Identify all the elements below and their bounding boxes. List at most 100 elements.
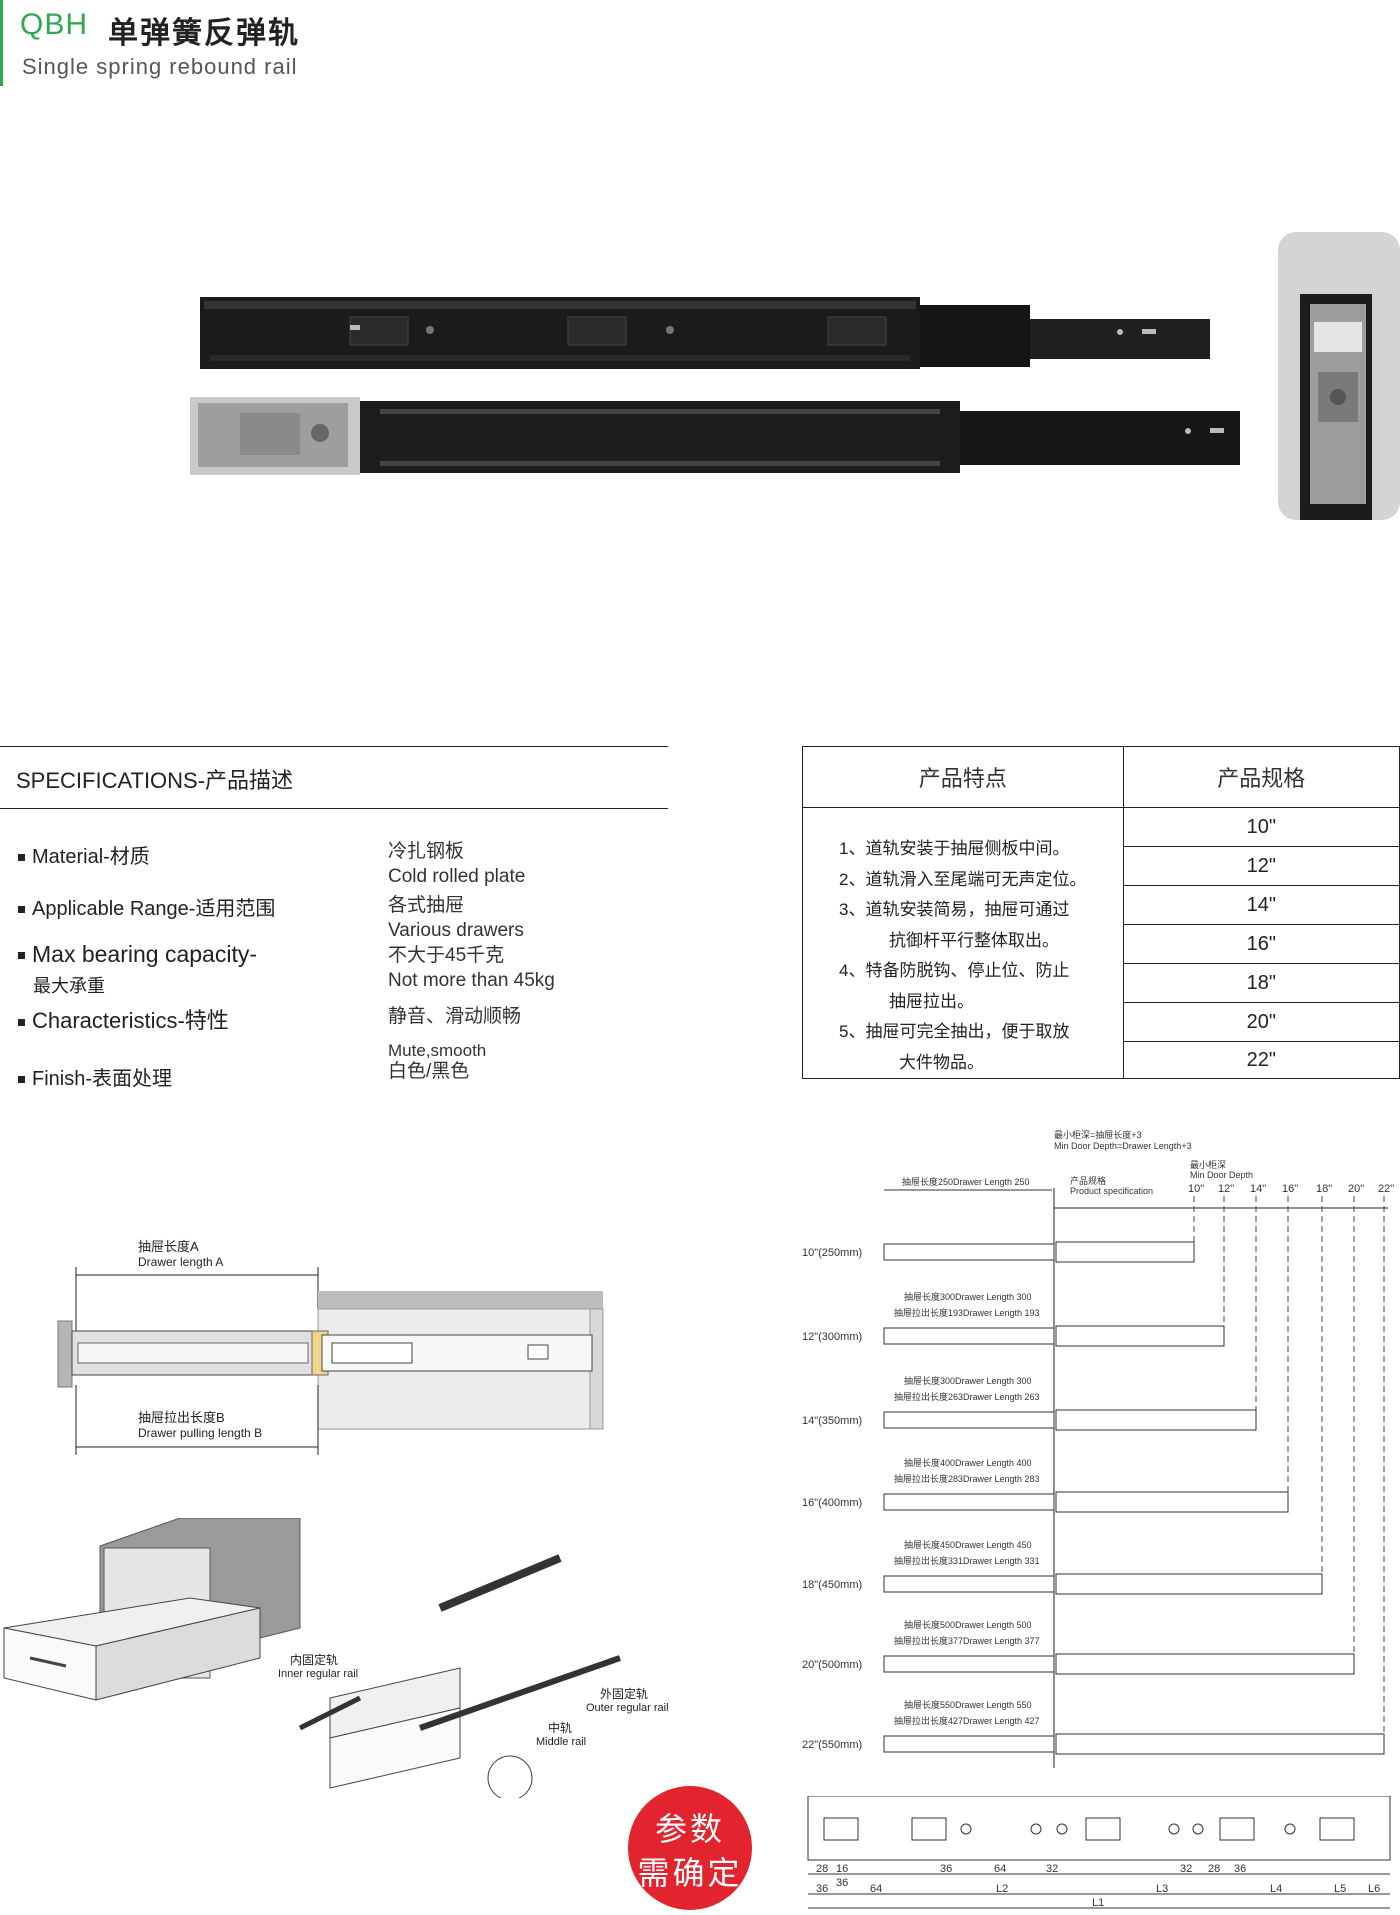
features-header: 产品特点 bbox=[802, 746, 1124, 808]
min-door-en: Min Door Depth bbox=[1190, 1170, 1253, 1180]
column-label: 20" bbox=[1348, 1183, 1364, 1195]
size-row-pull-length: 抽屉拉出长度193Drawer Length 193 bbox=[894, 1307, 1040, 1318]
size-row: 12"(300mm) 抽屉长度300Drawer Length 300 抽屉拉出长度… bbox=[802, 1196, 1225, 1347]
drawer-length-diagram: 抽屉长度A Drawer length A 抽屉拉出长度B Drawer pul… bbox=[57, 1239, 604, 1455]
min-depth-en: Min Door Depth=Drawer Length+3 bbox=[1054, 1141, 1192, 1151]
outer-rail-shape bbox=[1055, 1733, 1385, 1755]
inner-rail-shape bbox=[883, 1655, 1055, 1673]
inner-rail-shape bbox=[883, 1493, 1055, 1511]
hole-dim: L6 bbox=[1368, 1883, 1380, 1895]
column-labels: 10" 12" 14" 16" 18" 20" 22" bbox=[1188, 1183, 1394, 1195]
drawer-length-cn: 抽屉长度A bbox=[138, 1239, 199, 1254]
size-selection-diagram: 最小柜深=抽屉长度+3 Min Door Depth=Drawer Length… bbox=[802, 1129, 1394, 1768]
min-door-cn: 最小柜深 bbox=[1190, 1159, 1226, 1170]
rail-end-detail-photo bbox=[1278, 232, 1400, 520]
spec-label-characteristics: Characteristics-特性 bbox=[18, 1003, 229, 1035]
spec-bottom-rule bbox=[0, 808, 668, 809]
sizes-header: 产品规格 bbox=[1122, 746, 1400, 808]
hole-dim: 28 bbox=[1208, 1863, 1220, 1875]
hole-dim: 36 bbox=[836, 1877, 848, 1889]
column-label: 10" bbox=[1188, 1183, 1204, 1195]
middle-rail-en: Middle rail bbox=[536, 1736, 586, 1748]
feature-line: 抗御杆平行整体取出。 bbox=[889, 930, 1059, 950]
hole-dim: L4 bbox=[1270, 1883, 1282, 1895]
size-row-drawer-length: 抽屉长度300Drawer Length 300 bbox=[904, 1291, 1032, 1302]
size-row: 18"(450mm)抽屉长度450Drawer Length 450抽屉拉出长度… bbox=[802, 1196, 1323, 1595]
params-confirm-stamp: 参数 需确定 bbox=[628, 1786, 752, 1910]
size-row-drawer-length: 抽屉长度400Drawer Length 400 bbox=[904, 1457, 1032, 1468]
spec-title: SPECIFICATIONS-产品描述 bbox=[16, 768, 294, 793]
hole-dim: L3 bbox=[1156, 1883, 1168, 1895]
size-row-drawer-length: 抽屉长度450Drawer Length 450 bbox=[904, 1539, 1032, 1550]
size-row: 20"(500mm) 抽屉长度500Drawer Length 500 抽屉拉出长度… bbox=[802, 1196, 1355, 1675]
outer-rail-shape bbox=[1055, 1653, 1355, 1675]
column-label: 18" bbox=[1316, 1183, 1332, 1195]
inner-rail-shape bbox=[883, 1327, 1055, 1345]
hole-dim: 36 bbox=[816, 1883, 828, 1895]
feature-line: 3、道轨安装简易，抽屉可通过 bbox=[839, 900, 1070, 919]
column-label: 22" bbox=[1378, 1183, 1394, 1195]
outer-rail-en: Outer regular rail bbox=[586, 1702, 669, 1714]
outer-rail-shape bbox=[1055, 1325, 1225, 1347]
inner-rail-cn: 内固定轨 bbox=[290, 1652, 338, 1667]
size-row-pull-length: 抽屉拉出长度377Drawer Length 377 bbox=[894, 1635, 1040, 1646]
size-cell: 10" bbox=[1122, 807, 1400, 847]
size-cell: 16" bbox=[1122, 924, 1400, 964]
drawer-length-en: Drawer length A bbox=[138, 1255, 223, 1269]
size-row-drawer-length: 抽屉长度550Drawer Length 550 bbox=[904, 1699, 1032, 1710]
size-row: 22"(550mm) 抽屉长度550Drawer Length 550 抽屉拉出长度… bbox=[802, 1196, 1385, 1755]
middle-rail-cn: 中轨 bbox=[548, 1720, 572, 1735]
size-row-label: 10"(250mm) bbox=[802, 1247, 862, 1259]
inner-rail-en: Inner regular rail bbox=[278, 1668, 358, 1680]
size-row-label: 14"(350mm) bbox=[802, 1415, 862, 1427]
size-row-pull-length: 抽屉拉出长度263Drawer Length 263 bbox=[894, 1391, 1040, 1402]
header-accent-bar bbox=[0, 0, 3, 86]
spec-label-capacity: Max bearing capacity- bbox=[18, 941, 257, 968]
size-row-label: 22"(550mm) bbox=[802, 1739, 862, 1751]
size-row-label: 16"(400mm) bbox=[802, 1497, 862, 1509]
pulling-length-cn: 抽屉拉出长度B bbox=[138, 1410, 225, 1425]
column-label: 16" bbox=[1282, 1183, 1298, 1195]
size-rows: 10"(250mm) 12"(300mm) 抽屉长度300Drawer Length… bbox=[802, 1196, 1385, 1755]
features-sizes-table: 产品特点 产品规格 1、道轨安装于抽屉侧板中间。 2、道轨滑入至尾端可无声定位。… bbox=[802, 746, 1400, 1079]
min-depth-cn: 最小柜深=抽屉长度+3 bbox=[1054, 1129, 1142, 1140]
features-list: 1、道轨安装于抽屉侧板中间。 2、道轨滑入至尾端可无声定位。 3、道轨安装简易，… bbox=[802, 807, 1124, 1079]
spec-label-finish: Finish-表面处理 bbox=[18, 1062, 172, 1091]
spec-value-finish: 白色/黑色 bbox=[388, 1061, 470, 1082]
spec-top-rule bbox=[0, 746, 668, 747]
product-code: QBH bbox=[20, 8, 89, 41]
hole-dim: 64 bbox=[994, 1863, 1006, 1875]
column-label: 12" bbox=[1218, 1183, 1234, 1195]
hole-dim: 64 bbox=[870, 1883, 882, 1895]
inner-rail-shape bbox=[883, 1575, 1055, 1593]
column-label: 14" bbox=[1250, 1183, 1266, 1195]
spec-cn: 产品规格 bbox=[1070, 1175, 1106, 1186]
outer-rail-shape bbox=[1055, 1241, 1195, 1263]
installation-illustration: 内固定轨 Inner regular rail 外固定轨 Outer regul… bbox=[3, 1518, 669, 1798]
spec-en: Product specification bbox=[1070, 1186, 1153, 1196]
inner-rail-shape bbox=[883, 1411, 1055, 1429]
hole-dim: L5 bbox=[1334, 1883, 1346, 1895]
hole-position-diagram: 28 16 36 36 64 32 32 28 36 36 64 L2 L3 L… bbox=[807, 1796, 1391, 1909]
feature-line: 抽屉拉出。 bbox=[889, 991, 974, 1011]
spec-label-capacity-cn: 最大承重 bbox=[33, 976, 105, 996]
feature-line: 4、特备防脱钩、停止位、防止 bbox=[839, 961, 1070, 980]
hole-dim: 32 bbox=[1180, 1863, 1192, 1875]
outer-rail-cn: 外固定轨 bbox=[600, 1686, 648, 1701]
size-row-label: 20"(500mm) bbox=[802, 1659, 862, 1671]
feature-line: 1、道轨安装于抽屉侧板中间。 bbox=[839, 839, 1070, 858]
outer-rail-shape bbox=[1055, 1573, 1323, 1595]
outer-rail-shape bbox=[1055, 1491, 1289, 1513]
size-row-drawer-length: 抽屉长度500Drawer Length 500 bbox=[904, 1619, 1032, 1630]
pulling-length-en: Drawer pulling length B bbox=[138, 1426, 262, 1440]
size-row-pull-length: 抽屉拉出长度283Drawer Length 283 bbox=[894, 1473, 1040, 1484]
size-row-label: 12"(300mm) bbox=[802, 1331, 862, 1343]
hole-dim: L2 bbox=[996, 1883, 1008, 1895]
inner-rail-shape bbox=[883, 1243, 1055, 1261]
size-row: 16"(400mm) 抽屉长度400Drawer Length 400 抽屉拉出长度… bbox=[802, 1196, 1289, 1513]
hole-dim-total: L1 bbox=[1092, 1897, 1104, 1909]
size-cell: 14" bbox=[1122, 885, 1400, 925]
